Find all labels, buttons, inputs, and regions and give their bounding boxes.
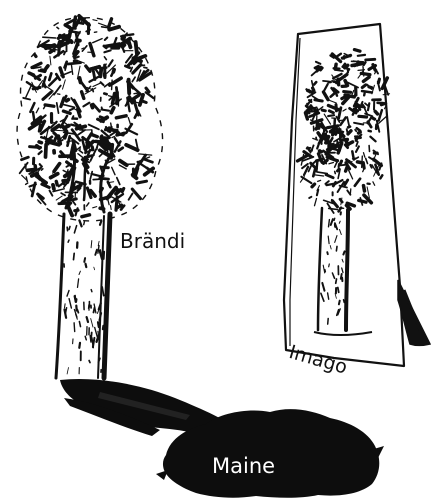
- tree-drawing-icon: [17, 16, 163, 378]
- shadow-label: Maine: [212, 456, 275, 477]
- tree-canopy: [20, 16, 154, 217]
- shadow-icon: [60, 379, 384, 498]
- tree-label: Brändi: [120, 231, 185, 251]
- framed-picture-icon: [284, 24, 430, 366]
